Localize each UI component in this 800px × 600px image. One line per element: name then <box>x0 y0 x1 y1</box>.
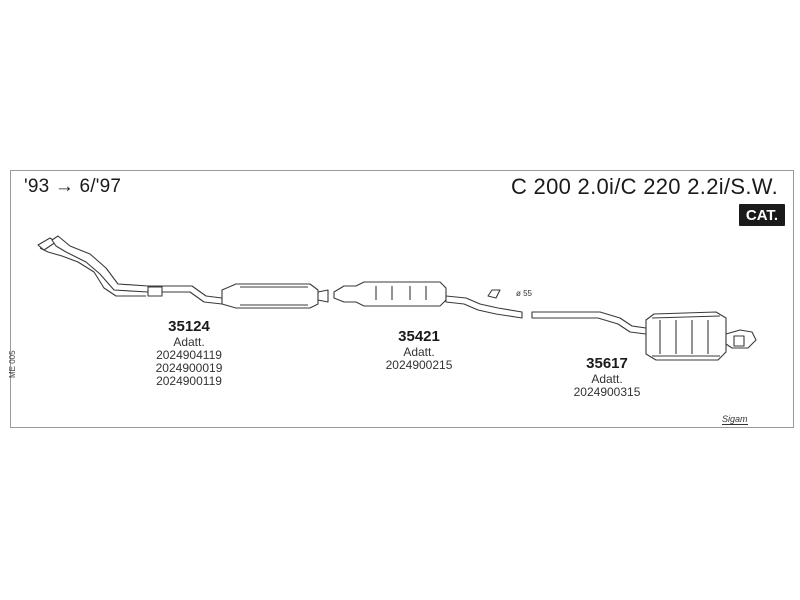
catalog-code: ME 005 <box>8 350 17 378</box>
model-period: '93 → 6/'97 <box>24 176 122 197</box>
catalyst-section[interactable] <box>221 283 329 309</box>
front-pipe-35124[interactable] <box>37 235 223 305</box>
part-number: 35617 <box>586 355 628 372</box>
part-number: 35124 <box>168 318 210 335</box>
part-code: 2024900019 <box>155 361 223 375</box>
part-label: Adatt. <box>403 345 435 359</box>
rear-muffler-35617[interactable] <box>531 311 757 361</box>
part-35421[interactable]: 35421 Adatt. 2024900215 <box>374 328 464 372</box>
part-code: 2024900315 <box>573 385 641 399</box>
cat-badge: CAT. <box>739 204 785 226</box>
diameter-label: ø 55 <box>516 289 533 298</box>
vehicle-title: C 200 2.0i/C 220 2.2i/S.W. <box>510 174 778 199</box>
part-code: 2024904119 <box>156 348 222 362</box>
part-number: 35421 <box>398 328 440 345</box>
part-code: 2024900119 <box>156 374 222 388</box>
part-label: Adatt. <box>173 335 205 349</box>
part-35617[interactable]: 35617 Adatt. 2024900315 <box>562 355 652 399</box>
brand-logo: Sigam <box>722 414 748 425</box>
part-label: Adatt. <box>591 372 623 386</box>
part-35124[interactable]: 35124 Adatt. 2024904119 2024900019 20249… <box>144 318 234 388</box>
middle-silencer-35421[interactable] <box>333 281 523 319</box>
part-code: 2024900215 <box>385 358 453 372</box>
